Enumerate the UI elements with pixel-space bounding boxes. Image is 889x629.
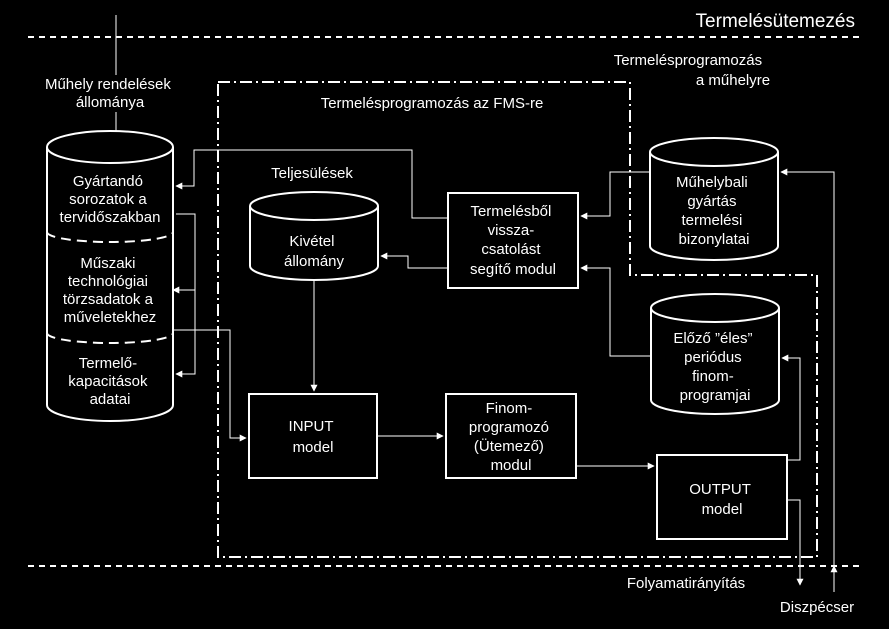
diagram-title: Termelésütemezés — [696, 11, 855, 32]
left-database — [46, 130, 174, 422]
output-model-box — [656, 454, 788, 540]
finomprogramozo-box — [445, 393, 577, 479]
finomprogramozo-label: Finom- programozó (Ütemező) modul — [469, 400, 553, 474]
db-section-muszaki: Műszaki technológiai törzsadatok a művel… — [63, 255, 157, 326]
connectors — [172, 149, 838, 592]
input-model-box — [248, 393, 378, 479]
teljesulesek-label: Teljesülések — [271, 165, 353, 182]
output-model-label: OUTPUT model — [689, 481, 755, 518]
muhelyre-label: Termelésprogramozás a műhelyre — [614, 52, 770, 89]
fms-region-label: Termelésprogramozás az FMS-re — [321, 95, 544, 112]
folyamatiranyitas-label: Folyamatirányítás — [627, 575, 745, 592]
elozo-label: Előző ”éles” periódus finom- programjai — [673, 330, 756, 404]
input-model-label: INPUT model — [289, 418, 338, 456]
fms-region-border — [217, 81, 818, 558]
termelesbol-module — [447, 192, 579, 289]
elozo-database — [650, 293, 780, 415]
muhely-rendelesek-label: Műhely rendelések állománya — [45, 76, 175, 111]
termelesbol-label: Termelésből vissza- csatolást segítő mod… — [470, 203, 556, 278]
db-section-gyartando: Gyártandó sorozatok a tervidőszakban — [60, 173, 161, 226]
kivetel-label: Kivétel állomány — [284, 233, 345, 270]
kivetel-database — [249, 191, 379, 281]
muhelybali-database — [649, 137, 779, 261]
muhelybali-label: Műhelybali gyártás termelési bizonylatai — [676, 174, 752, 248]
db-section-termelo: Termelő- kapacitások adatai — [68, 355, 151, 408]
diszpecser-label: Diszpécser — [780, 599, 854, 616]
